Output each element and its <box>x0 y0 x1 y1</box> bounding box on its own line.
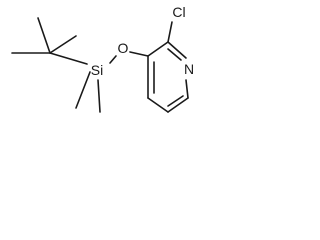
bond-tbutyl-methyl-right <box>49 35 77 54</box>
ring-bond-c5-c4 <box>147 97 169 113</box>
bond-tbutyl-methyl-top <box>37 17 51 54</box>
bond-c2-chlorine <box>167 21 173 43</box>
bond-silicon-methyl-down <box>97 79 101 113</box>
bond-silicon-methyl-left <box>75 71 91 109</box>
ring-bond-c2-n1 <box>167 41 187 59</box>
ring-bond-c6-c5 <box>167 97 189 113</box>
atom-label-nitrogen: N <box>184 61 194 77</box>
bond-silicon-oxygen <box>109 55 117 64</box>
atom-label-chlorine: Cl <box>172 4 185 20</box>
ring-bond-c3-c2 <box>147 41 169 57</box>
ring-double-bond-c2-n1 <box>167 48 182 61</box>
chemical-structure-diagram: Cl O Si N <box>11 4 194 113</box>
atom-label-oxygen: O <box>118 40 129 56</box>
ring-double-bond-c6-c5 <box>167 95 184 107</box>
ring-bond-n1-c6 <box>185 79 189 99</box>
atom-label-silicon: Si <box>91 62 103 78</box>
bond-oxygen-ring <box>129 51 149 57</box>
bond-tbutyl-silicon <box>49 52 88 65</box>
